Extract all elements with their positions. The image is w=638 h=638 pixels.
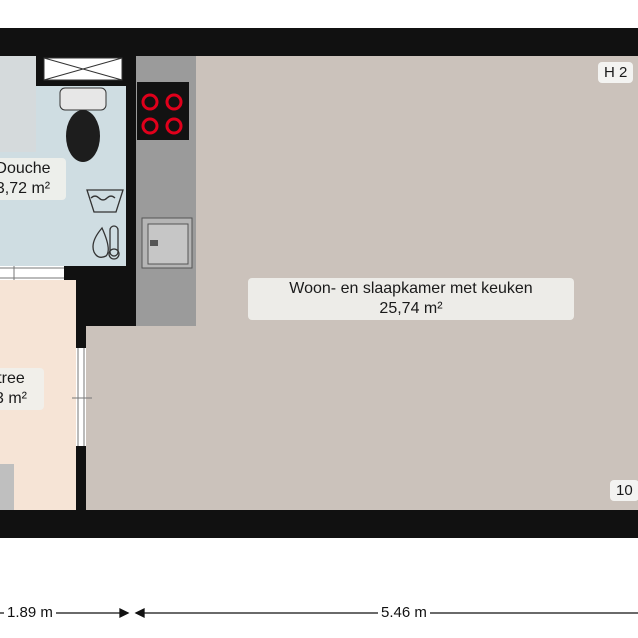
hob-element-icon	[141, 93, 183, 135]
wall-panel	[0, 56, 36, 152]
dimension-line	[0, 607, 638, 619]
room-label-entry: tree 3 m²	[0, 368, 44, 410]
room-name-entry: tree	[0, 370, 25, 387]
wall-bath-bottom	[64, 268, 136, 280]
wall-bath-right	[126, 56, 136, 326]
washbasin-icon	[86, 189, 124, 213]
room-area-living: 25,74 m²	[379, 300, 443, 317]
shower-door	[0, 266, 64, 280]
dimension-left: 1.89 m	[4, 603, 56, 623]
water-heater-icon	[92, 225, 120, 260]
marker-badge: 10	[610, 480, 638, 501]
room-label-shower: Douche 3,72 m²	[0, 158, 66, 200]
room-area-entry: 3 m²	[0, 390, 27, 407]
dimension-right: 5.46 m	[378, 603, 430, 623]
living-door	[76, 348, 86, 446]
room-name-living: Woon- en slaapkamer met keuken	[289, 280, 533, 297]
room-name-shower: Douche	[0, 160, 51, 177]
living-room-floor-lower	[86, 326, 146, 510]
room-area-shower: 3,72 m²	[0, 180, 51, 197]
toilet-icon	[59, 87, 107, 162]
sink-icon	[141, 217, 193, 269]
front-door	[0, 464, 14, 510]
height-badge: H 2	[598, 62, 634, 83]
room-label-living: Woon- en slaapkamer met keuken 25,74 m²	[248, 278, 574, 320]
